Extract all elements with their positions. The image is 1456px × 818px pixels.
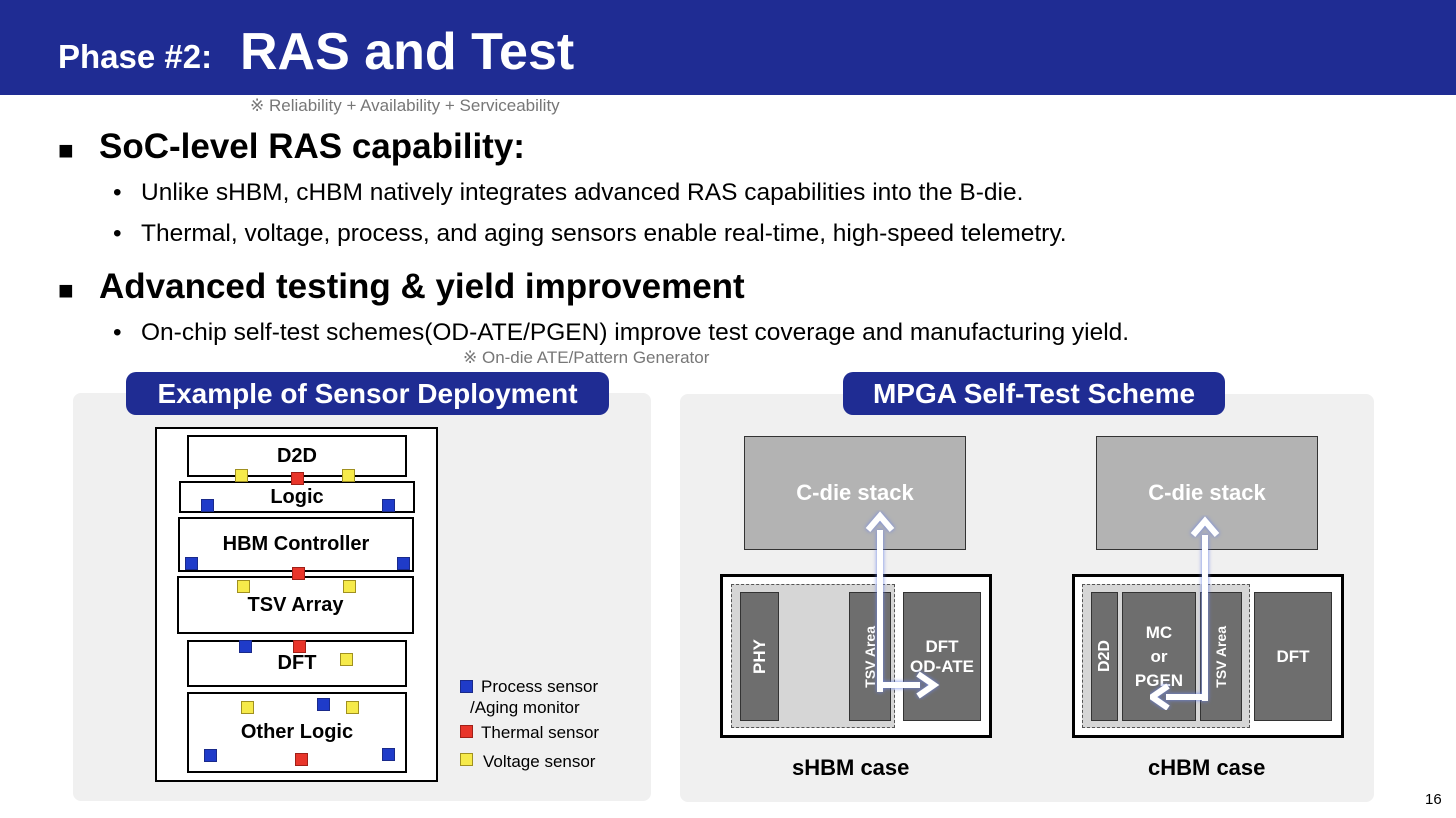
chbm-test-path-arrow <box>1150 516 1220 710</box>
legend-process-swatch <box>460 680 473 693</box>
shbm-test-path-arrow <box>865 511 940 699</box>
chbm-dft-block: DFT <box>1254 592 1332 721</box>
sensor-panel-title: Example of Sensor Deployment <box>126 372 609 415</box>
voltage-sensor <box>241 701 254 714</box>
legend-voltage-swatch <box>460 753 473 766</box>
chbm-d2d-label: D2D <box>1095 640 1113 673</box>
legend-voltage-label: Voltage sensor <box>483 752 596 771</box>
process-sensor <box>382 499 395 512</box>
self-test-panel-title: MPGA Self-Test Scheme <box>843 372 1225 415</box>
shbm-case-caption: sHBM case <box>792 755 910 780</box>
section-heading-ras: SoC-level RAS capability: <box>99 127 525 166</box>
voltage-sensor <box>346 701 359 714</box>
block-other-logic: Other Logic <box>187 692 407 773</box>
block-tsv-array: TSV Array <box>177 576 414 634</box>
chbm-pgen-label: PGEN <box>1134 670 1184 690</box>
bullet-text: On-chip self-test schemes(OD-ATE/PGEN) i… <box>141 319 1130 346</box>
process-sensor <box>317 698 330 711</box>
voltage-sensor <box>343 580 356 593</box>
chbm-or-label: or <box>1150 646 1168 666</box>
shbm-dft-block: DFT OD-ATE <box>903 592 981 721</box>
header-bar <box>0 0 1456 95</box>
thermal-sensor <box>291 472 304 485</box>
legend-process-label: Process sensor <box>481 677 599 696</box>
shbm-c-die-stack: C-die stack <box>744 436 966 550</box>
page-number: 16 <box>1425 791 1442 808</box>
process-sensor <box>239 640 252 653</box>
ras-note: ※ Reliability + Availability + Serviceab… <box>250 96 560 115</box>
shbm-odate-label: OD-ATE <box>910 656 974 676</box>
legend-thermal-label: Thermal sensor <box>481 723 600 742</box>
bullet-text: Thermal, voltage, process, and aging sen… <box>141 220 1067 247</box>
chbm-d2d-block: D2D <box>1091 592 1118 721</box>
process-sensor <box>397 557 410 570</box>
section-marker: ■ <box>58 275 74 305</box>
voltage-sensor <box>237 580 250 593</box>
voltage-sensor <box>235 469 248 482</box>
thermal-sensor <box>295 753 308 766</box>
odate-note: ※ On-die ATE/Pattern Generator <box>463 348 710 367</box>
process-sensor <box>185 557 198 570</box>
bullet-text: Unlike sHBM, cHBM natively integrates ad… <box>141 179 1024 206</box>
thermal-sensor <box>293 640 306 653</box>
shbm-phy-label: PHY <box>749 639 769 674</box>
process-sensor <box>204 749 217 762</box>
bullet-dot: • <box>113 179 122 206</box>
shbm-phy-block: PHY <box>740 592 779 721</box>
block-d2d: D2D <box>187 435 407 477</box>
legend-thermal-swatch <box>460 725 473 738</box>
process-sensor <box>201 499 214 512</box>
bullet-dot: • <box>113 319 122 346</box>
chbm-case-caption: cHBM case <box>1148 755 1266 780</box>
chbm-mc-label: MC <box>1145 622 1173 642</box>
section-marker: ■ <box>58 135 74 165</box>
process-sensor <box>382 748 395 761</box>
thermal-sensor <box>292 567 305 580</box>
legend-aging-label: /Aging monitor <box>470 698 580 717</box>
voltage-sensor <box>340 653 353 666</box>
block-logic: Logic <box>179 481 415 513</box>
shbm-dft-label: DFT <box>925 636 959 656</box>
shbm-tsv-block: TSV Area <box>849 592 891 721</box>
voltage-sensor <box>342 469 355 482</box>
section-heading-testing: Advanced testing & yield improvement <box>99 267 745 306</box>
page-title: RAS and Test <box>240 23 575 81</box>
bullet-dot: • <box>113 220 122 247</box>
title-prefix: Phase #2: <box>58 38 213 75</box>
block-hbm-controller: HBM Controller <box>178 517 414 572</box>
chbm-c-die-stack: C-die stack <box>1096 436 1318 550</box>
